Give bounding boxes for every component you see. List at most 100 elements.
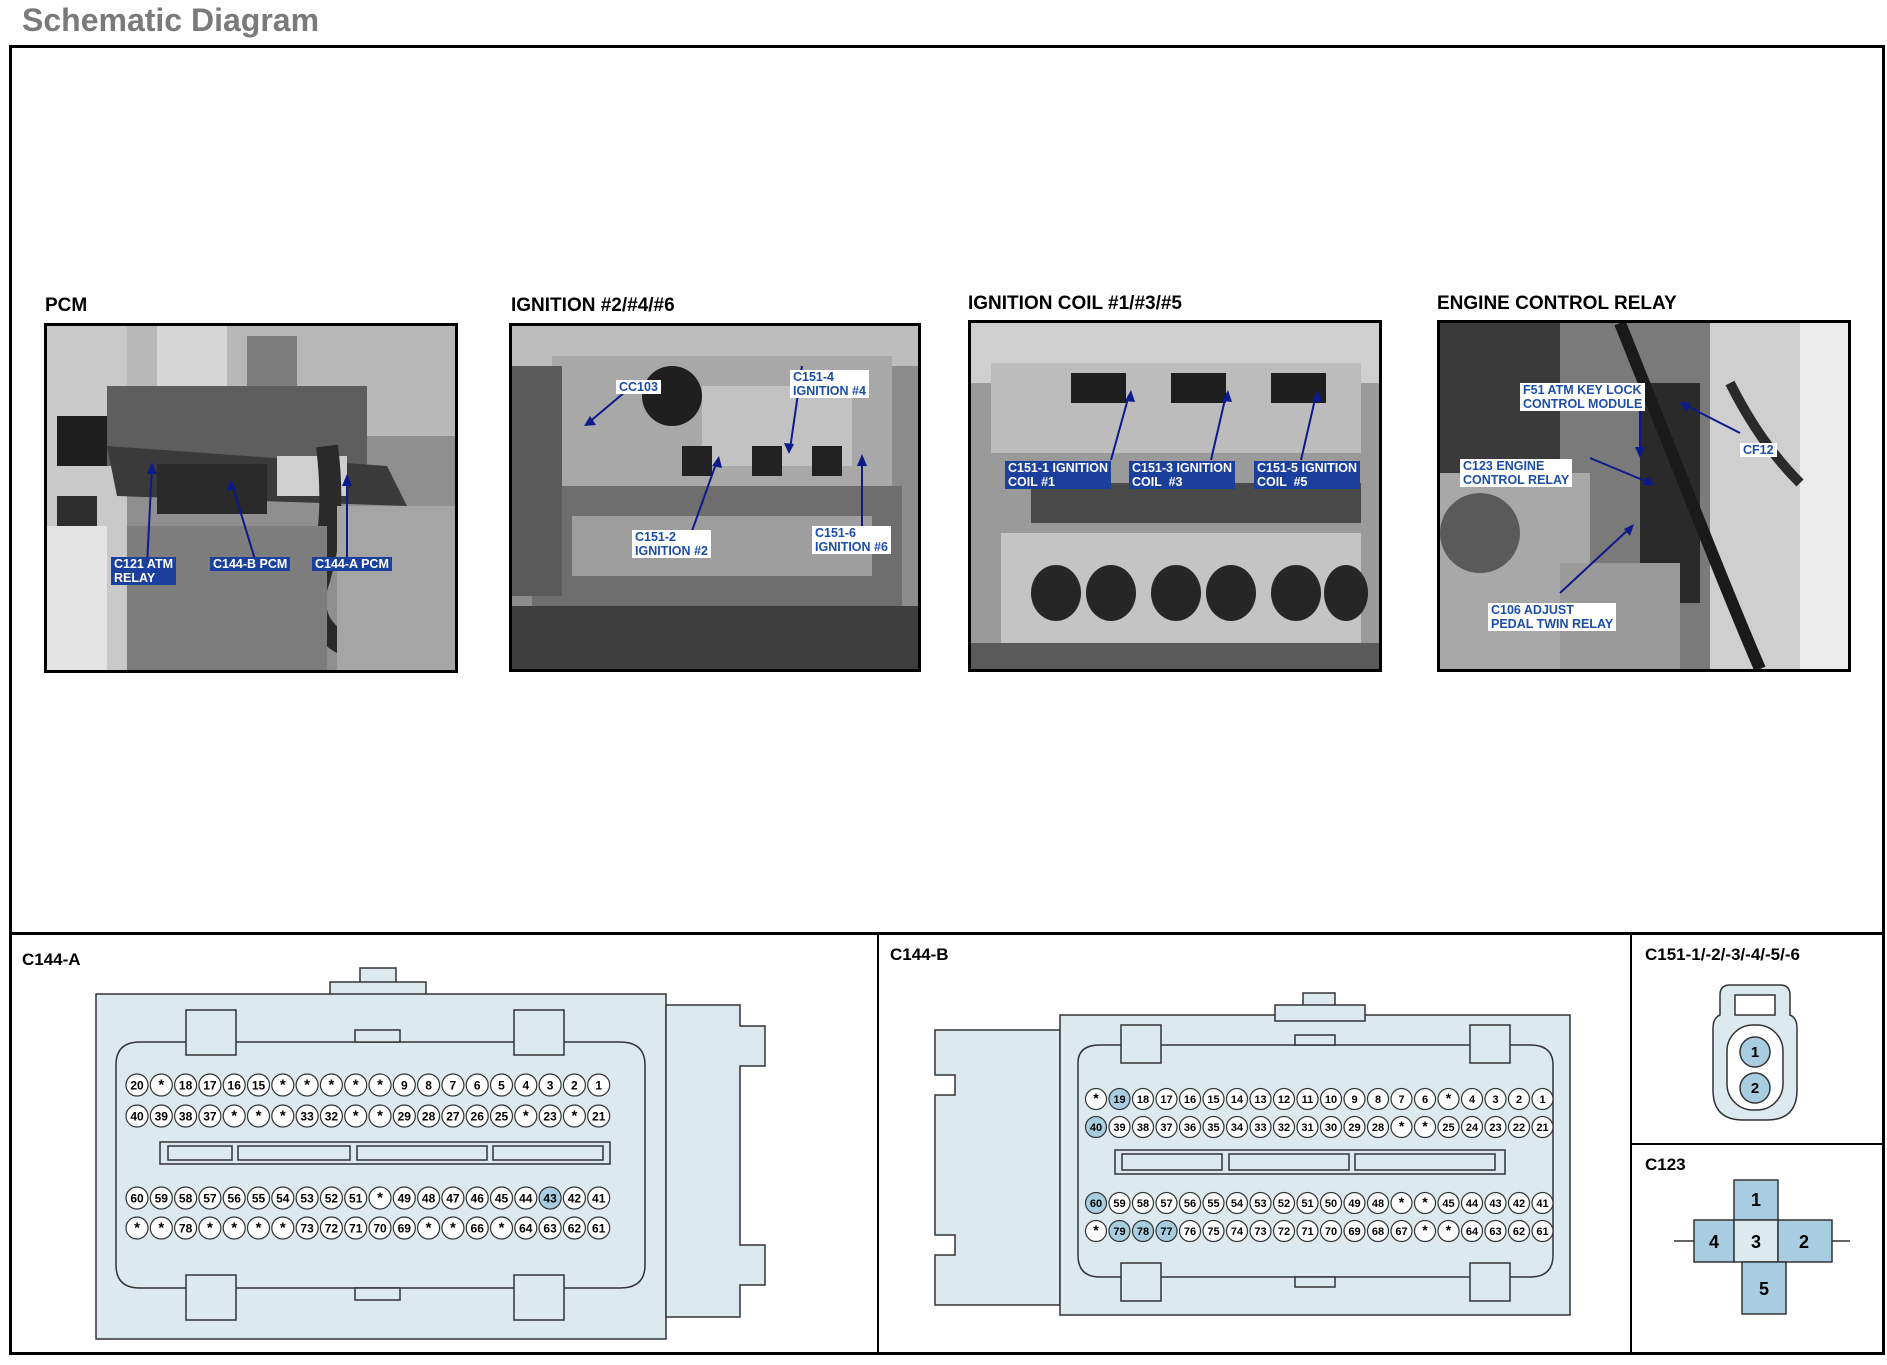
callout-c144a: C144-A PCM — [312, 557, 392, 571]
c144b-pin — [1366, 1191, 1390, 1215]
c144b-pin-label: 18 — [1137, 1094, 1149, 1106]
c144b-pin — [1084, 1115, 1108, 1139]
c144a-pin-label: * — [256, 1219, 262, 1236]
c144b-pin — [1178, 1219, 1202, 1243]
c144b-pin — [1296, 1087, 1319, 1111]
c144b-pin — [1319, 1115, 1343, 1139]
c144b-pin-label: 32 — [1278, 1122, 1290, 1134]
c144a-pin-label: 47 — [446, 1191, 460, 1205]
c144a-pin — [295, 1186, 319, 1210]
c144b-pin — [1108, 1219, 1131, 1243]
c144b-pin — [1155, 1219, 1178, 1243]
c144b-pin — [1084, 1219, 1108, 1243]
c144a-pin-label: 15 — [252, 1078, 266, 1092]
c144a-pin — [465, 1073, 489, 1097]
c144b-pin — [1531, 1087, 1554, 1111]
callout-c144b: C144-B PCM — [210, 557, 291, 571]
c144b-pin — [1413, 1219, 1437, 1243]
c144a-pin-label: 44 — [519, 1191, 533, 1205]
c144a-pin-label: * — [280, 1076, 286, 1093]
c144a-pin — [417, 1073, 441, 1097]
c144a-pin-label: 37 — [203, 1109, 217, 1123]
c144b-pin-label: 56 — [1184, 1198, 1196, 1210]
c144a-pin — [441, 1216, 465, 1240]
c144b-pin — [1437, 1219, 1460, 1243]
c144a-pin — [368, 1073, 392, 1097]
callout-f51: F51 ATM KEY LOCK CONTROL MODULE — [1520, 383, 1646, 411]
c144b-pin-label: 10 — [1325, 1094, 1337, 1106]
photo-engine-relay: F51 ATM KEY LOCK CONTROL MODULE CF12 C12… — [1437, 320, 1851, 672]
c144b-pin-label: 60 — [1090, 1198, 1102, 1210]
c144b-pin-label: 8 — [1375, 1094, 1381, 1106]
c144a-pin-label: 70 — [373, 1221, 387, 1235]
c144a-pin — [319, 1104, 343, 1128]
c144a-pin-label: * — [231, 1219, 237, 1236]
c144b-pin-label: 22 — [1513, 1122, 1525, 1134]
c144b-pin-label: 33 — [1254, 1122, 1266, 1134]
c144a-pin-label: 8 — [425, 1078, 432, 1092]
c144b-pin — [1531, 1219, 1554, 1243]
c144a-pin-label: 52 — [325, 1191, 339, 1205]
c144a-pin-label: * — [353, 1076, 359, 1093]
c144b-pin — [1202, 1191, 1225, 1215]
c144a-pin — [271, 1186, 295, 1210]
c144b-pin-label: 2 — [1516, 1094, 1522, 1106]
c123-pin-5: 5 — [1759, 1279, 1769, 1299]
c144a-pin — [222, 1216, 246, 1240]
c144a-pin — [198, 1104, 222, 1128]
callout-c151-6: C151-6 IGNITION #6 — [812, 526, 891, 554]
c144b-pin-label: 68 — [1372, 1226, 1384, 1238]
c144a-pin-label: 6 — [474, 1078, 481, 1092]
photo-ignition-135: C151-1 IGNITION COIL #1 C151-3 IGNITION … — [968, 320, 1382, 672]
c144b-pin — [1507, 1219, 1531, 1243]
c144b-pin-label: 75 — [1207, 1226, 1219, 1238]
connector-title-c123: C123 — [1645, 1155, 1686, 1174]
c144b-pin-label: 50 — [1325, 1198, 1337, 1210]
c144b-pin — [1249, 1115, 1272, 1139]
c144a-pin-label: 41 — [592, 1191, 606, 1205]
c144a-pin — [587, 1216, 611, 1240]
c144a-pin — [246, 1186, 271, 1210]
c144a-pin — [417, 1104, 441, 1128]
c144a-pin-label: 3 — [547, 1078, 554, 1092]
c123-pin-3: 3 — [1751, 1232, 1761, 1252]
c144a-pin-label: 23 — [543, 1109, 557, 1123]
c144b-pin — [1484, 1191, 1507, 1215]
c123-pin-1: 1 — [1751, 1190, 1761, 1210]
c144a-pin-label: 17 — [203, 1078, 217, 1092]
c144b-pin — [1178, 1115, 1202, 1139]
c144b-pin — [1272, 1087, 1296, 1111]
connector-divider-1 — [877, 933, 879, 1354]
c144a-pin — [149, 1186, 173, 1210]
c144a-pin-label: * — [377, 1189, 383, 1206]
section-divider — [9, 932, 1885, 935]
c144a-pin-label: 40 — [130, 1109, 144, 1123]
callout-cc103: CC103 — [616, 380, 661, 394]
c144a-pin — [173, 1073, 198, 1097]
c144b-pin-label: 34 — [1231, 1122, 1244, 1134]
c144a-pin-label: 1 — [595, 1078, 602, 1092]
callout-c151-5: C151-5 IGNITION COIL #5 — [1254, 461, 1361, 489]
c144b-pin-label: * — [1093, 1090, 1099, 1106]
c144b-pin — [1390, 1191, 1413, 1215]
c144b-pin-label: 70 — [1325, 1226, 1337, 1238]
c144a-pin — [319, 1186, 343, 1210]
c144b-pin-label: 71 — [1301, 1226, 1313, 1238]
c144b-pin-label: * — [1399, 1118, 1405, 1134]
c144b-pin — [1249, 1087, 1272, 1111]
c144a-pin-label: 54 — [276, 1191, 290, 1205]
c144a-pin — [465, 1186, 489, 1210]
c144a-pin-label: 9 — [401, 1078, 408, 1092]
c144b-pin — [1131, 1115, 1155, 1139]
c144b-pin-label: 28 — [1372, 1122, 1384, 1134]
c144b-pin — [1343, 1115, 1366, 1139]
c144b-pin-label: 7 — [1398, 1094, 1404, 1106]
callout-cf12: CF12 — [1740, 443, 1777, 457]
c144a-pin — [465, 1104, 489, 1128]
c144b-pin — [1178, 1087, 1202, 1111]
c144a-pin-label: 66 — [471, 1221, 485, 1235]
c144b-pin — [1484, 1115, 1507, 1139]
c123-pin-2: 2 — [1799, 1232, 1809, 1252]
